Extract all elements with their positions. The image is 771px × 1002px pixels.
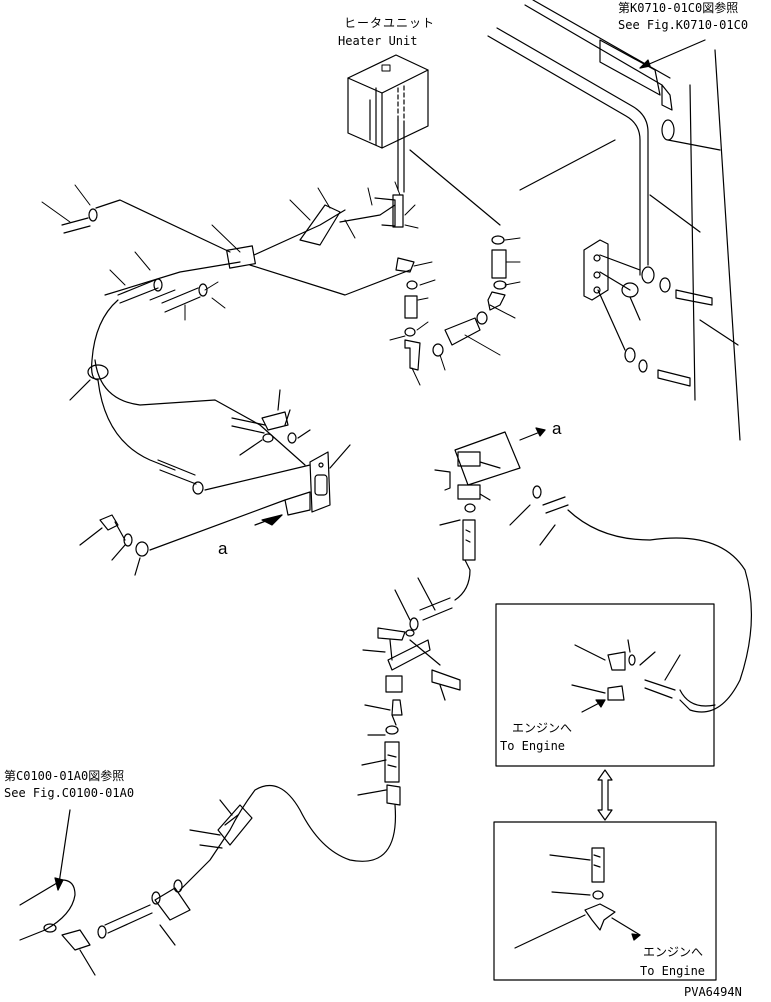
marker-a-right: a <box>552 419 562 438</box>
ref-top-arrowhead <box>639 59 651 69</box>
drawing-code: PVA6494N <box>684 985 742 999</box>
inset-top-label-en: To Engine <box>500 739 566 753</box>
heater-leader-1 <box>409 149 501 226</box>
lower-left-fasteners <box>79 514 149 576</box>
heater-unit-label-en: Heater Unit <box>338 34 418 48</box>
inset-top <box>495 603 716 767</box>
hose-clamp-bracket <box>239 389 351 526</box>
ref-top-label-en: See Fig.K0710-01C0 <box>618 18 749 32</box>
inset-bottom-label-jp: エンジンへ <box>643 945 704 959</box>
leader-lines-upper <box>41 181 521 386</box>
heater-unit-label-jp: ヒータユニット <box>344 16 436 30</box>
central-hose-chain <box>357 577 461 806</box>
swap-double-arrow <box>597 769 613 821</box>
inset-bottom <box>493 821 717 981</box>
mounting-bracket <box>583 239 739 387</box>
inset-bottom-label-en: To Engine <box>640 964 706 978</box>
center-connector-group <box>434 427 753 713</box>
inset-top-label-jp: エンジンへ <box>512 721 573 735</box>
upper-left-hoses <box>61 194 507 371</box>
left-loop-hose <box>69 261 311 551</box>
ref-bottom-label-jp: 第C0100-01A0図参照 <box>4 769 125 783</box>
ref-top-leader <box>639 39 706 69</box>
marker-a-left: a <box>218 539 228 558</box>
cab-frame <box>487 0 741 441</box>
ref-top-label-jp: 第K0710-01C0図参照 <box>618 1 739 15</box>
bottom-long-hose <box>19 785 397 976</box>
ref-bottom-label-en: See Fig.C0100-01A0 <box>4 786 135 800</box>
heater-unit <box>347 54 429 193</box>
